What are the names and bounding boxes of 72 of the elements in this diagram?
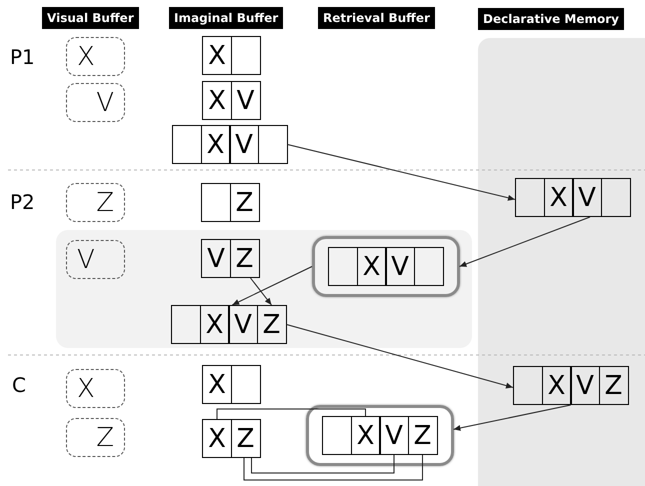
chunk-slot bbox=[172, 125, 202, 164]
chunk-slot: X bbox=[200, 125, 230, 164]
connector-line bbox=[244, 454, 423, 480]
chunk-slot bbox=[513, 366, 543, 405]
chunk-slot: X bbox=[202, 36, 232, 75]
chunk-slot: V bbox=[201, 239, 231, 278]
chunk-slot: X bbox=[202, 419, 232, 458]
chunk-slot: Z bbox=[230, 183, 260, 222]
chunk-slot bbox=[230, 365, 260, 404]
chunk-slot: X bbox=[200, 305, 230, 344]
chunk-slot bbox=[600, 178, 630, 217]
chunk bbox=[513, 366, 628, 405]
visual-buffer-box: X bbox=[66, 37, 125, 76]
chunk-slot: Z bbox=[408, 416, 438, 455]
column-header: Retrieval Buffer bbox=[318, 7, 435, 29]
chunk-slot bbox=[171, 305, 201, 344]
chunk-slot bbox=[201, 183, 231, 222]
memory-panel bbox=[478, 8, 645, 486]
chunk bbox=[202, 36, 260, 75]
visual-buffer-box: Z bbox=[66, 183, 125, 222]
chunk-slot bbox=[515, 178, 545, 217]
chunk-slot: X bbox=[356, 247, 386, 286]
arrow bbox=[232, 266, 312, 306]
chunk-slot bbox=[414, 247, 444, 286]
chunk-slot bbox=[322, 416, 352, 455]
chunk bbox=[202, 81, 260, 120]
chunk-slot: Z bbox=[230, 419, 260, 458]
arrow bbox=[250, 278, 272, 306]
chunk-slot: X bbox=[350, 416, 380, 455]
connector-line bbox=[216, 408, 366, 420]
chunk-slot: Z bbox=[256, 305, 286, 344]
visual-buffer-box: V bbox=[66, 240, 125, 279]
arrow bbox=[459, 216, 590, 267]
chunk bbox=[202, 365, 260, 404]
chunk-slot: V bbox=[229, 125, 259, 164]
chunk-slot bbox=[230, 36, 260, 75]
column-header: Visual Buffer bbox=[42, 7, 139, 29]
chunk-slot: V bbox=[385, 247, 415, 286]
row-label: P2 bbox=[10, 190, 35, 214]
chunk-slot: V bbox=[230, 81, 260, 120]
visual-buffer-box: Z bbox=[66, 418, 125, 457]
chunk bbox=[172, 125, 288, 164]
chunk bbox=[201, 183, 260, 222]
visual-buffer-box: X bbox=[66, 369, 125, 408]
retrieved-chunk bbox=[306, 405, 454, 466]
chunk-slot: V bbox=[570, 366, 600, 405]
chunk bbox=[202, 419, 260, 458]
chunk-slot: X bbox=[544, 178, 574, 217]
chunk bbox=[171, 305, 286, 344]
highlight-band bbox=[56, 230, 472, 348]
row-label: P1 bbox=[10, 45, 35, 69]
chunk-slot: V bbox=[379, 416, 409, 455]
arrow bbox=[453, 404, 572, 431]
chunk-slot bbox=[328, 247, 358, 286]
chunk bbox=[201, 239, 260, 278]
column-header: Imaginal Buffer bbox=[169, 7, 284, 29]
row-label: C bbox=[12, 373, 26, 397]
arrow bbox=[286, 324, 514, 388]
chunk-slot: X bbox=[202, 365, 232, 404]
chunk-slot: V bbox=[572, 178, 602, 217]
column-header: Declarative Memory bbox=[478, 8, 624, 30]
chunk-slot: Z bbox=[230, 239, 260, 278]
chunk-slot bbox=[258, 125, 288, 164]
chunk-slot: X bbox=[542, 366, 572, 405]
retrieved-chunk bbox=[312, 236, 460, 297]
chunk bbox=[515, 178, 630, 217]
chunk-slot: X bbox=[202, 81, 232, 120]
chunk-slot: Z bbox=[598, 366, 628, 405]
connector-line bbox=[251, 454, 394, 474]
arrow bbox=[287, 144, 516, 201]
visual-buffer-box: V bbox=[66, 83, 125, 122]
chunk-slot: V bbox=[228, 305, 258, 344]
